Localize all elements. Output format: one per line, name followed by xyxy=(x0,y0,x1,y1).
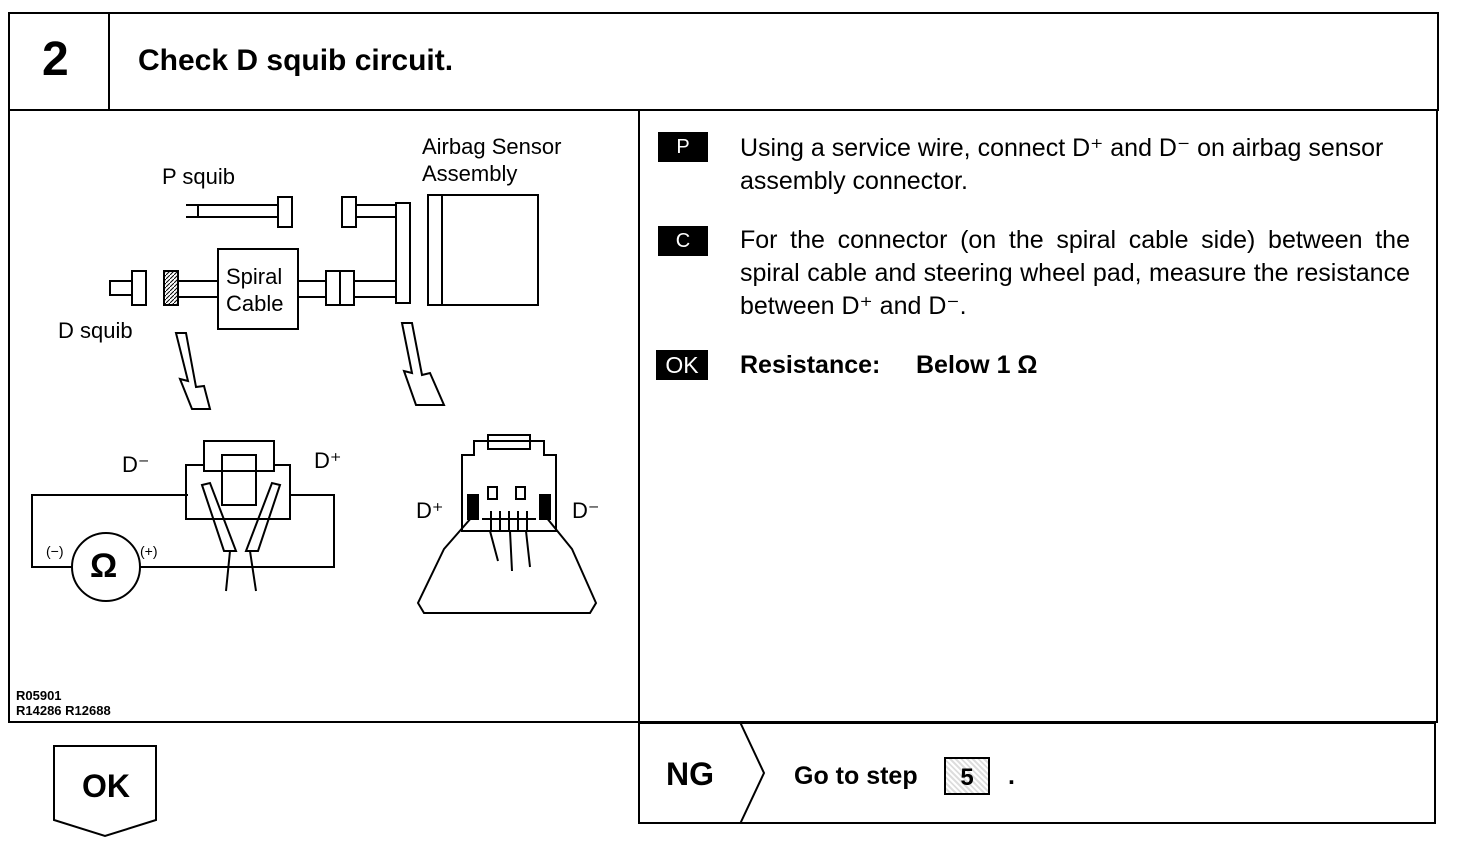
p-squib-connector xyxy=(186,196,293,228)
airbag-sensor-label-line2: Assembly xyxy=(422,161,518,186)
d-minus-right-label: D⁻ xyxy=(572,498,600,523)
p-squib-label: P squib xyxy=(162,164,235,189)
d-minus-left-label: D⁻ xyxy=(122,452,150,477)
d-plus-left-label: D⁺ xyxy=(314,448,342,473)
ng-box-right xyxy=(1434,722,1436,824)
goto-step-link[interactable]: 5 xyxy=(944,757,990,795)
body-right-border xyxy=(1436,109,1438,723)
ok-label: OK xyxy=(82,768,130,804)
meter-minus-label: (−) xyxy=(46,543,64,559)
tag-p: P xyxy=(658,132,708,162)
d-plus-right-label: D⁺ xyxy=(416,498,444,523)
arrow-left xyxy=(174,332,212,410)
arrow-right xyxy=(400,322,446,406)
left-connector xyxy=(185,440,291,592)
tag-ok: OK xyxy=(656,350,708,380)
figure-id-1: R05901 xyxy=(16,688,62,703)
ok-arrow-shape xyxy=(53,745,157,838)
circuit-diagram xyxy=(31,194,598,614)
figure-id-2: R14286 R12688 xyxy=(16,703,111,718)
spiral-cable-label-line2: Cable xyxy=(226,291,284,316)
ng-box-bottom xyxy=(638,822,1436,824)
resistance-label: Resistance: xyxy=(740,351,881,379)
instruction-c-text: For the connector (on the spiral cable s… xyxy=(740,226,1410,320)
ng-box-top xyxy=(638,722,1436,724)
body-left-border xyxy=(8,109,10,723)
d-squib-label: D squib xyxy=(58,318,133,343)
ohm-symbol: Ω xyxy=(90,547,118,585)
spiral-cable-label-line1: Spiral xyxy=(226,264,283,289)
goto-step-period: . xyxy=(1008,762,1015,790)
instruction-p-text: Using a service wire, connect D⁺ and D⁻ … xyxy=(740,134,1384,195)
meter-loop xyxy=(31,494,335,568)
tag-c: C xyxy=(658,226,708,256)
spiral-cable-box xyxy=(217,248,299,330)
sensor-side-connector xyxy=(341,196,411,304)
header-box xyxy=(8,12,1439,111)
ok-arrow[interactable] xyxy=(52,744,160,838)
step-number: 2 xyxy=(42,33,69,86)
d-squib-connector xyxy=(109,270,179,306)
resistance-value: Below 1 Ω xyxy=(916,351,1038,379)
goto-step-text: Go to step xyxy=(794,762,918,790)
ohmmeter xyxy=(71,532,141,602)
meter-plus-label: (+) xyxy=(140,543,158,559)
header-divider xyxy=(108,12,110,111)
right-connector xyxy=(416,434,598,614)
airbag-sensor-assembly xyxy=(427,194,539,306)
step-title: Check D squib circuit. xyxy=(138,44,454,77)
body-divider xyxy=(638,109,640,824)
ng-label: NG xyxy=(666,756,714,792)
airbag-sensor-label-line1: Airbag Sensor xyxy=(422,134,562,159)
ng-chevron xyxy=(739,722,766,824)
